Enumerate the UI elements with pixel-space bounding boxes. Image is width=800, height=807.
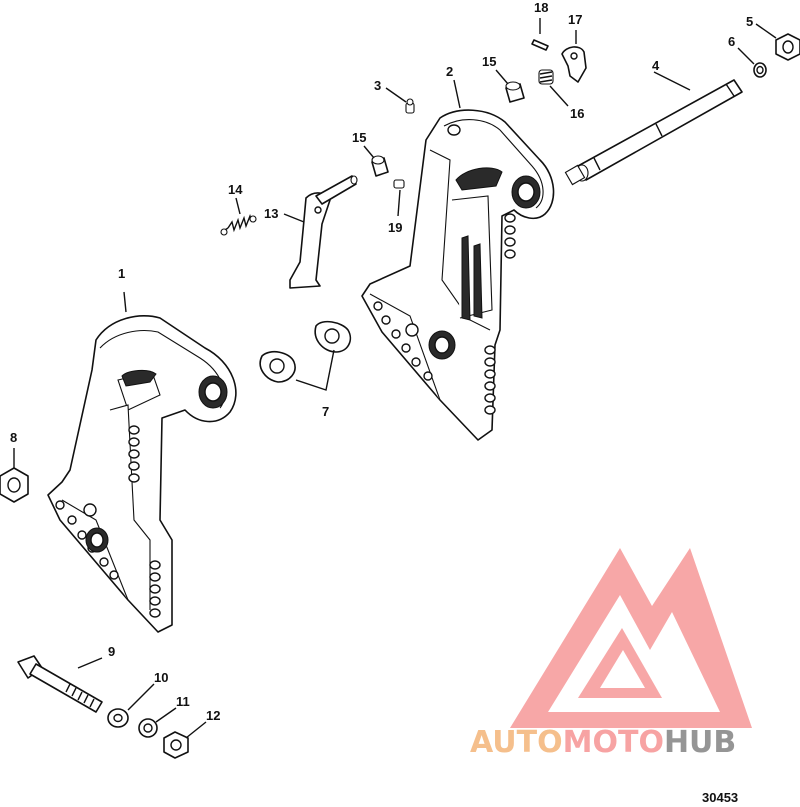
part-12-nut	[163, 731, 189, 759]
part-9-bolt	[17, 655, 103, 713]
part-18-roll-pin	[531, 39, 549, 51]
part-8-nut	[0, 467, 29, 503]
part-2-adjustment-holes	[373, 213, 516, 415]
callout-1: 1	[118, 266, 125, 281]
watermark-text-moto: MOTO	[563, 725, 664, 760]
part-14-spring	[220, 213, 257, 236]
callout-7: 7	[322, 404, 329, 419]
callout-4: 4	[652, 58, 660, 73]
drawing-number: 30453	[702, 790, 738, 805]
part-16-spring	[538, 69, 554, 85]
part-19-pin	[393, 179, 405, 189]
part-6-washer	[753, 62, 767, 78]
leader-lines	[13, 18, 777, 739]
svg-text:AUTOMOTOHUB: AUTOMOTOHUB	[470, 725, 736, 760]
callout-15a: 15	[352, 130, 366, 145]
callout-2: 2	[446, 64, 453, 79]
callout-3: 3	[374, 78, 381, 93]
callout-12: 12	[206, 708, 220, 723]
callout-10: 10	[154, 670, 168, 685]
callout-13: 13	[264, 206, 278, 221]
part-15-bushing-lower	[371, 155, 389, 177]
watermark-text: AUTOMOTOHUB	[470, 725, 736, 760]
watermark-logo-icon	[510, 548, 752, 728]
callout-6: 6	[728, 34, 735, 49]
callout-11: 11	[176, 694, 190, 709]
part-7-spacer-lower	[259, 350, 296, 383]
watermark-text-auto: AUTO	[470, 725, 563, 760]
part-15-bushing-upper	[505, 81, 525, 103]
callout-9: 9	[108, 644, 115, 659]
callout-8: 8	[10, 430, 17, 445]
part-13-tilt-lock-lever	[289, 175, 358, 289]
callout-16: 16	[570, 106, 584, 121]
part-1-left-transom-bracket	[47, 315, 237, 633]
callout-19: 19	[388, 220, 402, 235]
callout-18: 18	[534, 0, 548, 15]
part-17-cam	[561, 46, 587, 83]
callout-17: 17	[568, 12, 582, 27]
part-7-spacer-upper	[314, 320, 352, 353]
part-5-nut	[775, 33, 800, 61]
part-2-right-transom-bracket	[361, 109, 555, 441]
part-11-lock-washer	[138, 718, 158, 738]
callout-5: 5	[746, 14, 753, 29]
part-4-tilt-tube	[564, 79, 743, 186]
callout-14: 14	[228, 182, 243, 197]
watermark-text-hub: HUB	[664, 725, 736, 760]
callout-labels: 1 2 3 4 5 6 7 8 9 10 11 12 13 14 15 15 1…	[10, 0, 753, 723]
part-3-grease-fitting	[405, 98, 415, 114]
callout-15b: 15	[482, 54, 496, 69]
part-10-washer	[107, 708, 129, 728]
